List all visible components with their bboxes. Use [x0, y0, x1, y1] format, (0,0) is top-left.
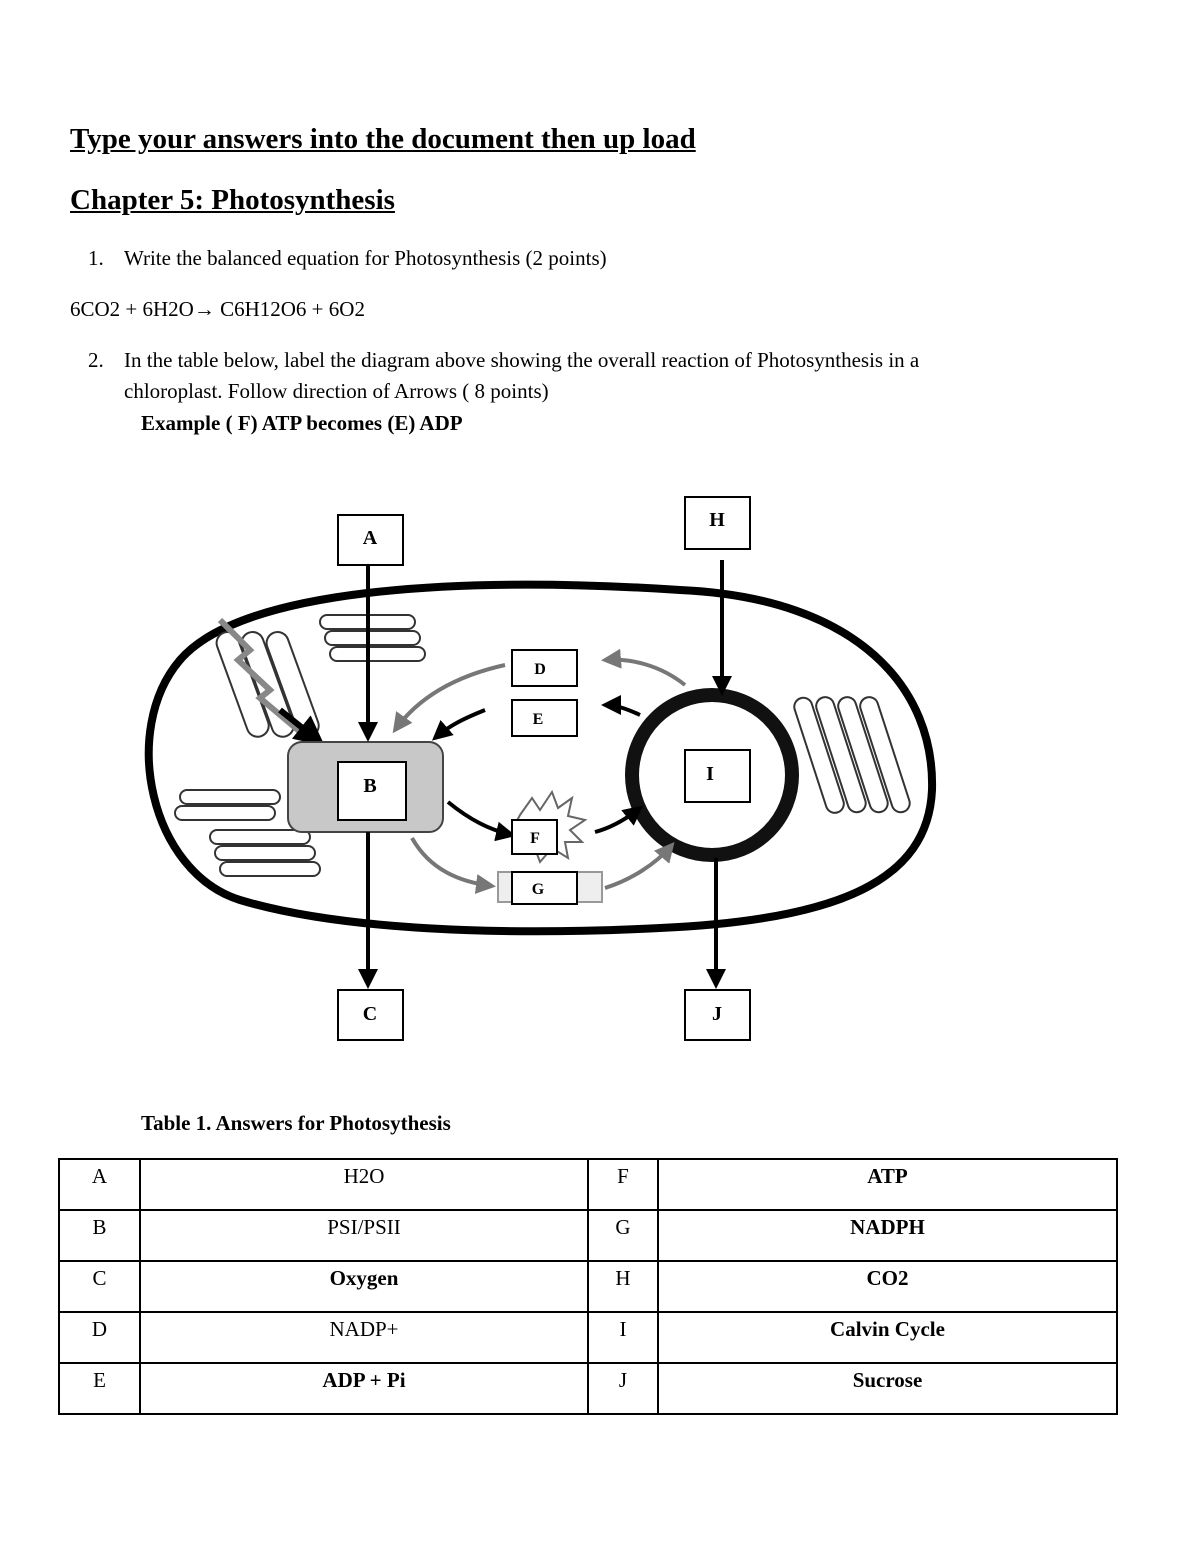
- table-row: E ADP + Pi J Sucrose: [58, 1362, 1118, 1415]
- row-label-right: H: [587, 1260, 659, 1313]
- question-1-number: 1.: [88, 246, 104, 270]
- question-1-text: Write the balanced equation for Photosyn…: [124, 246, 607, 270]
- row-answer-right: CO2: [657, 1260, 1118, 1313]
- chapter-heading: Chapter 5: Photosynthesis: [70, 184, 395, 216]
- row-answer-left: H2O: [139, 1158, 589, 1211]
- row-label-left: B: [58, 1209, 141, 1262]
- table-row: A H2O F ATP: [58, 1158, 1118, 1211]
- row-answer-left: PSI/PSII: [139, 1209, 589, 1262]
- row-label-left: C: [58, 1260, 141, 1313]
- diagram-label-d: D: [534, 661, 546, 678]
- table-row: C Oxygen H CO2: [58, 1260, 1118, 1313]
- question-2-example: Example ( F) ATP becomes (E) ADP: [141, 411, 463, 435]
- row-label-right: F: [587, 1158, 659, 1211]
- answers-table: A H2O F ATP B PSI/PSII G NADPH C Oxygen …: [58, 1158, 1118, 1415]
- diagram-label-b: B: [363, 775, 376, 797]
- diagram-label-e: E: [533, 711, 544, 728]
- table-caption: Table 1. Answers for Photosythesis: [141, 1111, 451, 1135]
- diagram-label-g: G: [532, 881, 545, 898]
- row-answer-left: ADP + Pi: [139, 1362, 589, 1415]
- instruction-heading: Type your answers into the document then…: [70, 123, 696, 155]
- row-label-right: I: [587, 1311, 659, 1364]
- chloroplast-diagram: A C H J D E F G B I: [144, 496, 937, 1041]
- row-answer-right: ATP: [657, 1158, 1118, 1211]
- row-label-right: J: [587, 1362, 659, 1415]
- diagram-label-h: H: [709, 509, 725, 531]
- table-row: D NADP+ I Calvin Cycle: [58, 1311, 1118, 1364]
- question-1-answer: 6CO2 + 6H2O→ C6H12O6 + 6O2: [70, 297, 365, 321]
- question-2-text-line1: In the table below, label the diagram ab…: [124, 348, 920, 372]
- diagram-label-a: A: [363, 527, 378, 549]
- row-label-left: D: [58, 1311, 141, 1364]
- chloroplast-membrane: [144, 580, 937, 936]
- diagram-label-f: F: [530, 830, 540, 847]
- diagram-label-j: J: [712, 1003, 722, 1025]
- diagram-label-c: C: [363, 1003, 377, 1025]
- row-answer-right: NADPH: [657, 1209, 1118, 1262]
- row-answer-right: Calvin Cycle: [657, 1311, 1118, 1364]
- row-label-left: A: [58, 1158, 141, 1211]
- thylakoid-stacks-right: [793, 696, 911, 814]
- row-answer-right: Sucrose: [657, 1362, 1118, 1415]
- question-2-text-line2: chloroplast. Follow direction of Arrows …: [124, 379, 549, 403]
- row-label-left: E: [58, 1362, 141, 1415]
- table-row: B PSI/PSII G NADPH: [58, 1209, 1118, 1262]
- diagram-label-i: I: [706, 763, 714, 785]
- row-label-right: G: [587, 1209, 659, 1262]
- row-answer-left: Oxygen: [139, 1260, 589, 1313]
- row-answer-left: NADP+: [139, 1311, 589, 1364]
- question-2-number: 2.: [88, 348, 104, 372]
